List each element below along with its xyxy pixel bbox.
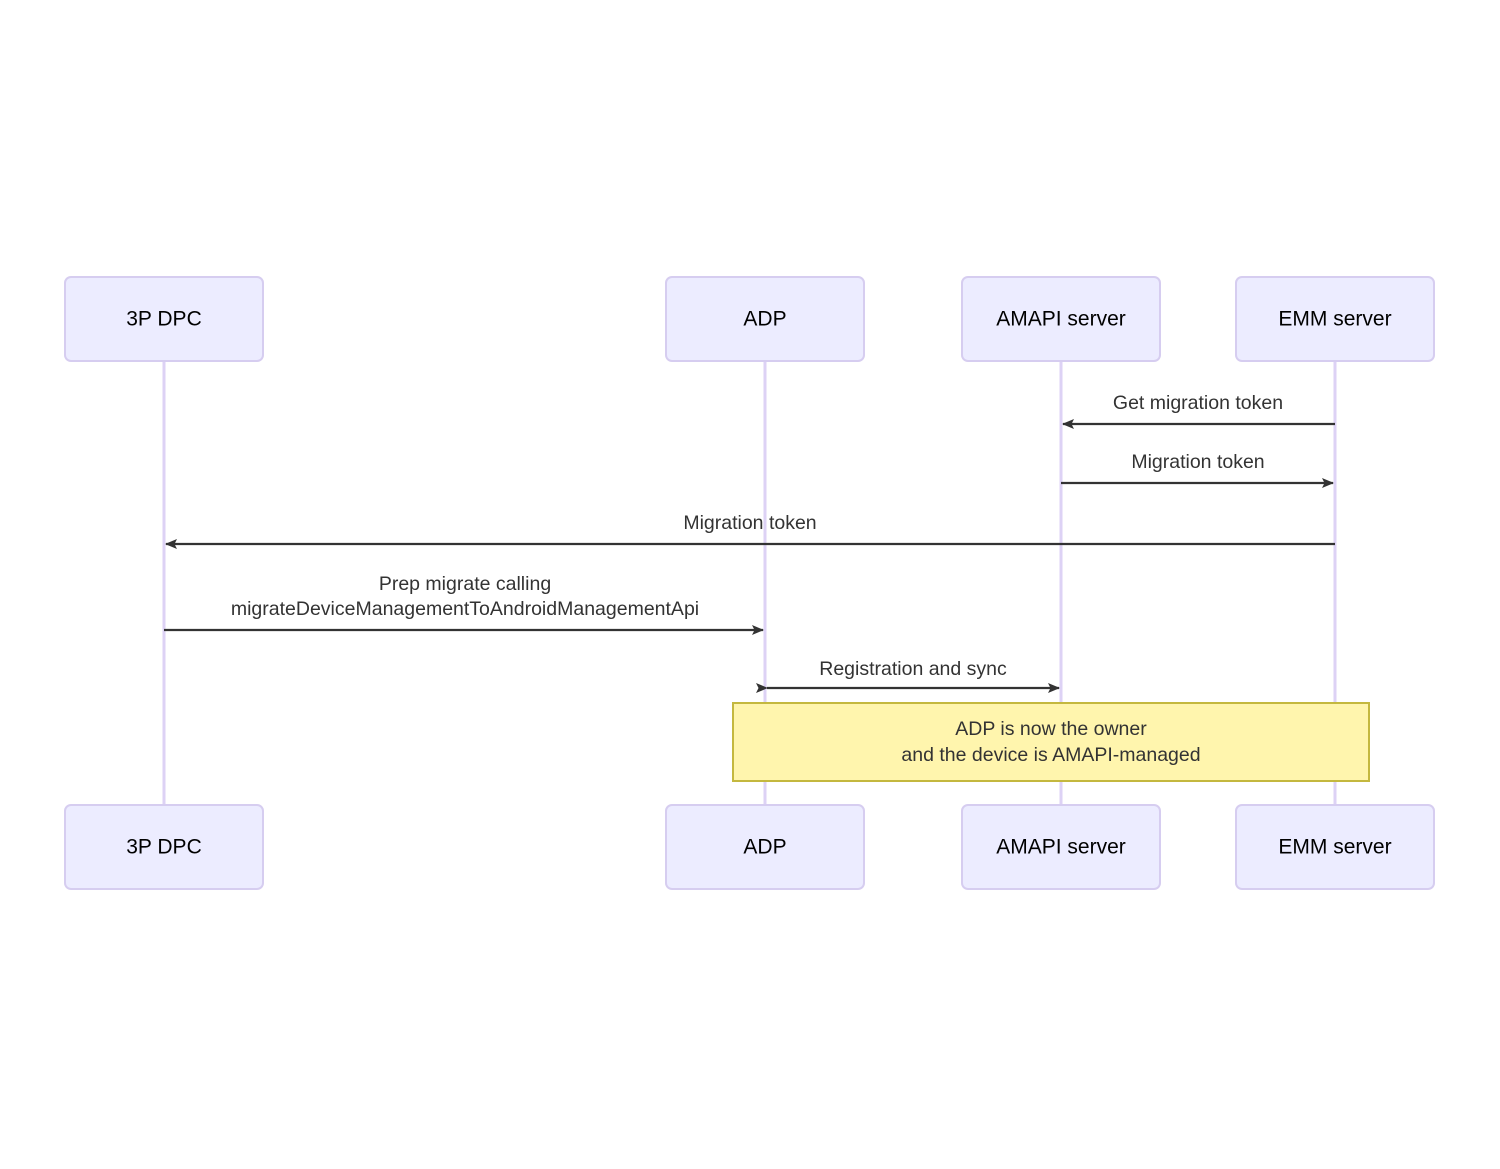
participant-label-emm-top: EMM server xyxy=(1278,308,1391,331)
message-label-m4-line2: migrateDeviceManagementToAndroidManageme… xyxy=(231,598,699,620)
participant-label-adp-bottom: ADP xyxy=(743,836,786,859)
participant-label-dpc-bottom: 3P DPC xyxy=(126,836,201,859)
message-label-m3: Migration token xyxy=(683,512,816,534)
participant-box-adp-top[interactable] xyxy=(665,276,865,362)
message-label-m5: Registration and sync xyxy=(819,658,1007,680)
participant-box-amapi-top[interactable] xyxy=(961,276,1161,362)
participant-label-adp-top: ADP xyxy=(743,308,786,331)
participant-box-dpc-top[interactable] xyxy=(64,276,264,362)
note-box xyxy=(732,702,1370,782)
notes-group: ADP is now the owner and the device is AM… xyxy=(732,702,1370,782)
participant-label-amapi-top: AMAPI server xyxy=(996,308,1126,331)
message-label-m2: Migration token xyxy=(1131,451,1264,473)
message-label-m4-line1: Prep migrate calling xyxy=(379,573,551,595)
participant-label-amapi-bottom: AMAPI server xyxy=(996,836,1126,859)
note-text-line2: and the device is AMAPI-managed xyxy=(901,744,1200,766)
participant-label-dpc-top: 3P DPC xyxy=(126,308,201,331)
participant-label-emm-bottom: EMM server xyxy=(1278,836,1391,859)
participant-box-amapi-bottom[interactable] xyxy=(961,804,1161,890)
participant-box-adp-bottom[interactable] xyxy=(665,804,865,890)
participant-box-dpc-bottom[interactable] xyxy=(64,804,264,890)
message-label-m1: Get migration token xyxy=(1113,392,1283,414)
participant-box-emm-top[interactable] xyxy=(1235,276,1435,362)
note-text-line1: ADP is now the owner xyxy=(955,718,1147,740)
participant-box-emm-bottom[interactable] xyxy=(1235,804,1435,890)
